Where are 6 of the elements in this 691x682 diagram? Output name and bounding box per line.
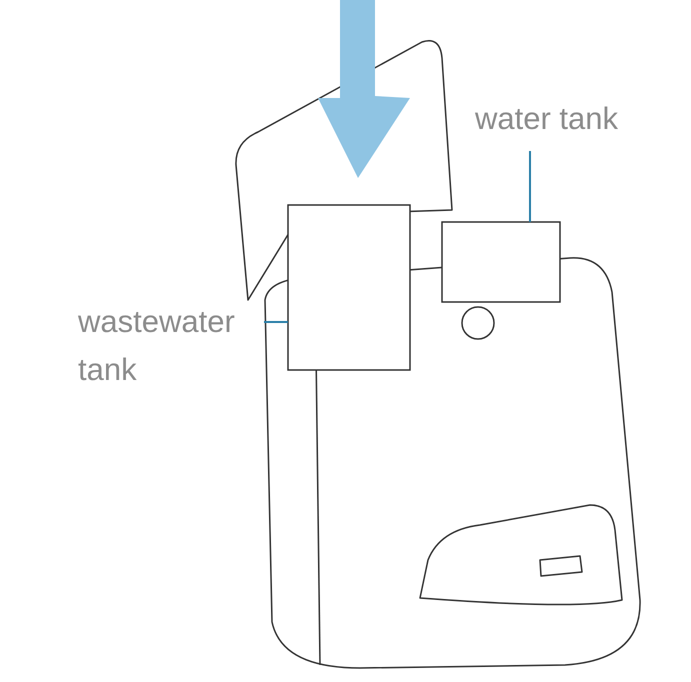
tank-drawing (441, 221, 561, 303)
leader-line (529, 151, 531, 222)
leader-line (264, 321, 288, 323)
callout-label: water tank (475, 100, 620, 138)
tank-drawing (287, 204, 411, 371)
callout-label: wastewater tank (78, 303, 236, 389)
